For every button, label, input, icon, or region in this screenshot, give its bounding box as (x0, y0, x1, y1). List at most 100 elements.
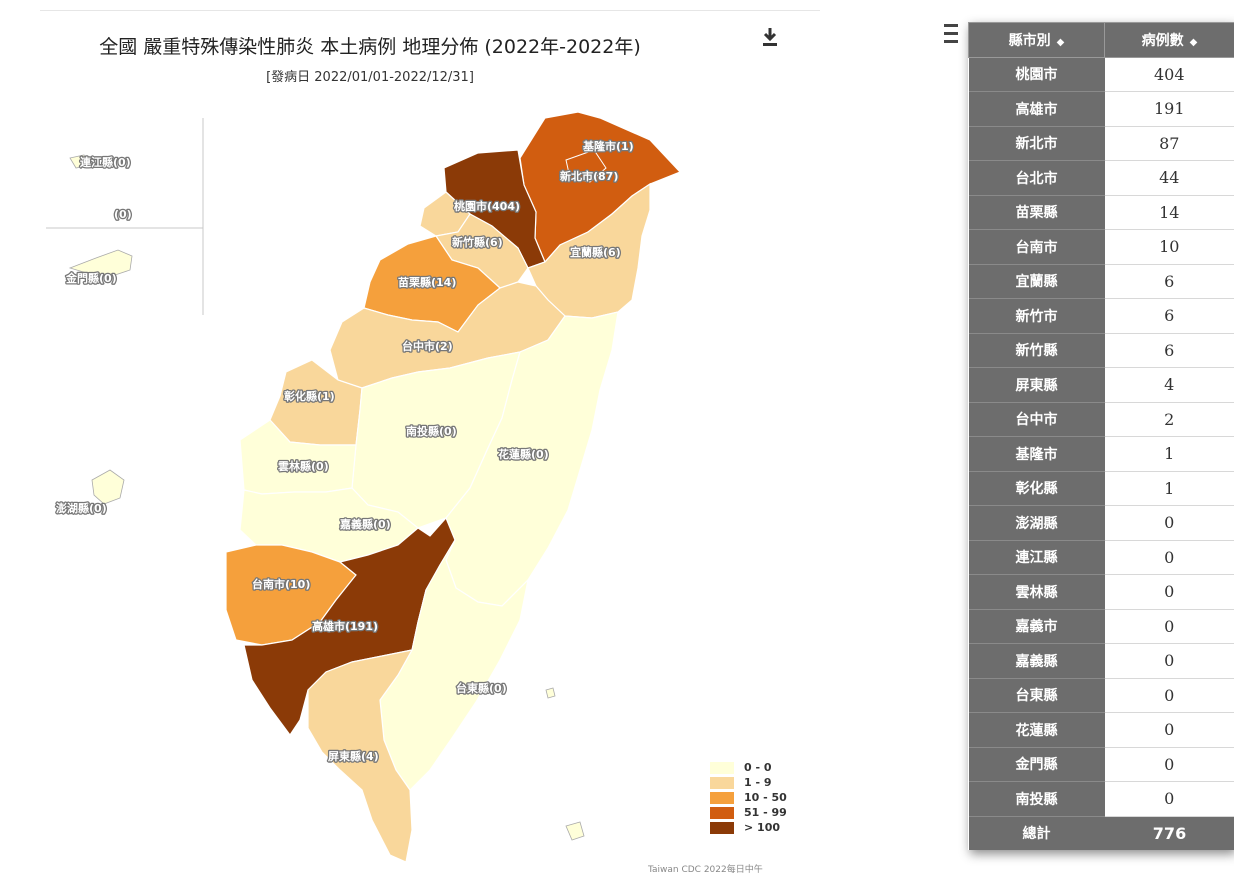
label-taichung: 台中市(2) (402, 339, 453, 353)
legend-label: 0 - 0 (744, 761, 772, 774)
case-count-cell: 191 (1104, 91, 1234, 127)
region-name-cell: 新竹縣 (968, 333, 1105, 368)
sort-icon[interactable]: ◆ (1056, 36, 1065, 48)
map-title: 全國 嚴重特殊傳染性肺炎 本土病例 地理分佈 (2022年-2022年) (99, 36, 641, 58)
case-count-cell: 2 (1104, 402, 1234, 437)
legend-swatch (710, 761, 734, 774)
total-row: 總計 776 (968, 815, 1234, 850)
label-unknown: (0) (114, 208, 132, 221)
region-penghu (91, 469, 125, 505)
legend-label: 10 - 50 (744, 791, 787, 804)
legend-item: 10 - 50 (710, 790, 787, 805)
map-credit: Taiwan CDC 2022每日中午 (648, 865, 763, 875)
region-name-cell: 台北市 (968, 160, 1105, 196)
label-kinmen: 金門縣(0) (65, 271, 117, 285)
case-count-cell: 6 (1104, 298, 1234, 334)
legend-label: 1 - 9 (744, 776, 772, 789)
case-count-cell: 6 (1104, 333, 1234, 368)
region-name-cell: 台中市 (968, 402, 1105, 437)
case-count-cell: 0 (1104, 712, 1234, 748)
label-yilan: 宜蘭縣(6) (570, 245, 621, 259)
label-tainan: 台南市(10) (252, 577, 310, 591)
legend-label: 51 - 99 (744, 806, 787, 819)
region-name-cell: 南投縣 (968, 781, 1105, 817)
label-changhua: 彰化縣(1) (284, 389, 335, 403)
region-name-cell: 基隆市 (968, 436, 1105, 472)
case-count-cell: 44 (1104, 160, 1234, 196)
label-hsinchu-county: 新竹縣(6) (452, 235, 503, 249)
label-kaohsiung: 高雄市(191) (312, 619, 378, 633)
label-nantou: 南投縣(0) (406, 424, 457, 438)
case-count-cell: 0 (1104, 505, 1234, 541)
column-header-cases[interactable]: 病例數◆ (1104, 22, 1234, 58)
map-legend: 0 - 0 1 - 9 10 - 50 51 - 99 > 100 (710, 760, 787, 835)
legend-label: > 100 (744, 821, 781, 834)
legend-swatch (710, 806, 734, 819)
label-chiayi: 嘉義縣(0) (339, 517, 391, 531)
download-icon[interactable] (760, 26, 780, 48)
case-count-cell: 87 (1104, 126, 1234, 161)
case-count-cell: 14 (1104, 195, 1234, 230)
case-count-cell: 6 (1104, 264, 1234, 299)
region-taipei (565, 149, 607, 183)
region-name-cell: 金門縣 (968, 747, 1105, 782)
total-value: 776 (1104, 815, 1234, 850)
label-penghu: 澎湖縣(0) (56, 501, 107, 515)
case-count-cell: 4 (1104, 367, 1234, 403)
legend-swatch (710, 821, 734, 834)
case-count-cell: 0 (1104, 574, 1234, 610)
total-label: 總計 (968, 815, 1105, 850)
region-name-cell: 彰化縣 (968, 471, 1105, 506)
label-new-taipei: 新北市(87) (560, 169, 618, 183)
region-kinmen (68, 249, 133, 277)
region-name-cell: 嘉義市 (968, 609, 1105, 644)
case-count-cell: 0 (1104, 540, 1234, 575)
label-lienchiang: 連江縣(0) (80, 155, 131, 169)
region-name-cell: 嘉義縣 (968, 643, 1105, 679)
legend-item: 1 - 9 (710, 775, 787, 790)
label-taoyuan: 桃園市(404) (454, 199, 520, 213)
region-name-cell: 台南市 (968, 229, 1105, 265)
sort-icon[interactable]: ◆ (1189, 36, 1198, 48)
region-pingtung (307, 649, 414, 863)
region-name-cell: 新竹市 (968, 298, 1105, 334)
case-count-cell: 0 (1104, 781, 1234, 817)
label-taitung: 台東縣(0) (456, 681, 507, 695)
region-lienchiang (69, 154, 91, 169)
label-hualien: 花蓮縣(0) (498, 447, 549, 461)
case-count-cell: 404 (1104, 57, 1234, 92)
region-name-cell: 台東縣 (968, 678, 1105, 713)
legend-swatch (710, 791, 734, 804)
column-header-region[interactable]: 縣市別◆ (968, 22, 1105, 58)
case-count-cell: 10 (1104, 229, 1234, 265)
label-keelung: 基隆市(1) (582, 139, 634, 153)
case-count-cell: 0 (1104, 747, 1234, 782)
region-name-cell: 花蓮縣 (968, 712, 1105, 748)
region-name-cell: 新北市 (968, 126, 1105, 161)
region-name-cell: 苗栗縣 (968, 195, 1105, 230)
case-count-cell: 1 (1104, 471, 1234, 506)
region-name-cell: 澎湖縣 (968, 505, 1105, 541)
menu-icon[interactable] (944, 24, 958, 50)
region-name-cell: 屏東縣 (968, 367, 1105, 403)
